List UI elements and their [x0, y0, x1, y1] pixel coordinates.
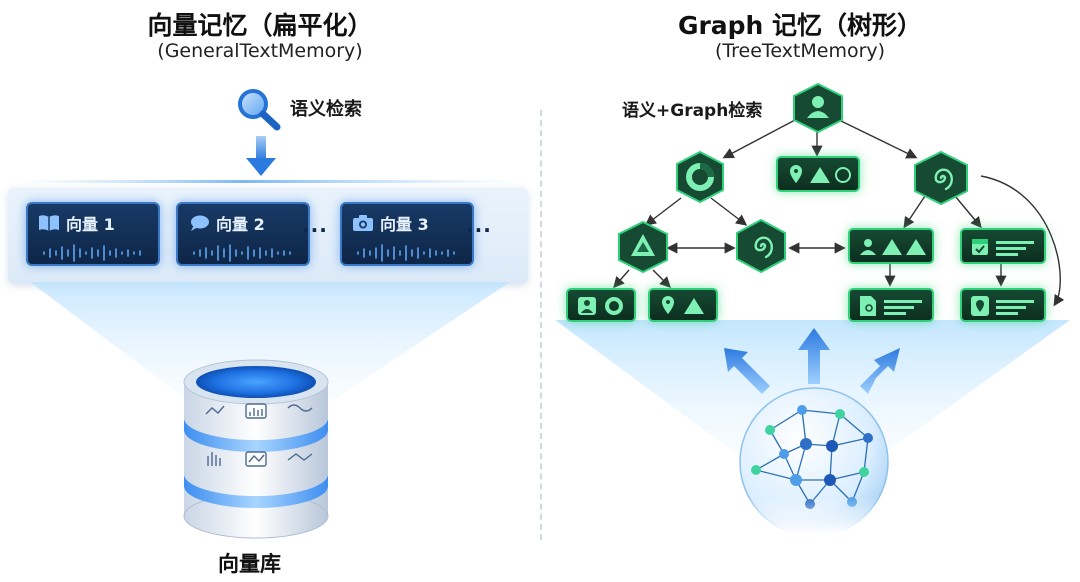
semantic-search-label: 语义检索 — [290, 99, 362, 120]
document-icon — [860, 296, 922, 316]
location-triangle-node[interactable] — [648, 288, 718, 322]
section-divider — [540, 110, 542, 540]
vector-card-3[interactable]: 向量 3 — [340, 202, 474, 266]
ellipsis: ··· — [466, 218, 492, 242]
graph-root-node[interactable] — [790, 82, 846, 134]
camera-icon — [353, 215, 373, 231]
upward-arrows — [724, 328, 900, 394]
ellipsis: ··· — [302, 218, 328, 242]
shapes-icon — [860, 239, 926, 255]
beam-streak — [20, 180, 520, 183]
book-icon — [39, 215, 59, 231]
location-shapes-node[interactable] — [776, 156, 860, 192]
graph-search-label: 语义+Graph检索 — [622, 101, 763, 121]
vector-card-label: 向量 1 — [66, 215, 115, 234]
chat-bubble-icon — [191, 215, 209, 231]
spiral-node[interactable] — [734, 218, 788, 274]
person-icon — [578, 297, 623, 315]
vector-card-label: 向量 3 — [380, 215, 429, 234]
graph-memory-subtitle: (TreeTextMemory) — [714, 40, 886, 62]
graph-edges — [613, 119, 1065, 307]
vector-card-1[interactable]: 向量 1 — [26, 202, 160, 266]
vector-database-icon — [183, 359, 329, 539]
donut-chart-node[interactable] — [674, 150, 726, 204]
waveform-icon — [193, 244, 291, 262]
vector-database-label: 向量库 — [218, 552, 281, 576]
shapes-icon — [790, 165, 851, 183]
vector-memory-subtitle: (GeneralTextMemory) — [157, 40, 363, 62]
triangle-node[interactable] — [616, 220, 670, 274]
document-list-node[interactable] — [848, 288, 934, 322]
vector-card-label: 向量 2 — [216, 215, 265, 234]
graph-memory-title: Graph 记忆（树形） — [677, 11, 923, 40]
waveform-icon — [357, 244, 455, 262]
location-icon — [971, 296, 1034, 316]
location-list-node[interactable] — [960, 288, 1046, 322]
down-arrow — [246, 136, 276, 176]
calendar-list-node[interactable] — [960, 228, 1046, 264]
person-donut-node[interactable] — [566, 288, 636, 322]
vector-card-2[interactable]: 向量 2 — [176, 202, 310, 266]
knowledge-graph-globe-icon — [736, 384, 892, 534]
spiral-node[interactable] — [912, 150, 970, 206]
calendar-icon — [972, 239, 1034, 256]
location-icon — [662, 296, 704, 314]
waveform-icon — [43, 244, 141, 262]
person-shapes-node[interactable] — [848, 228, 934, 264]
search-icon — [238, 89, 281, 131]
light-beam — [30, 282, 510, 402]
vector-memory-title: 向量记忆（扁平化） — [147, 11, 373, 40]
